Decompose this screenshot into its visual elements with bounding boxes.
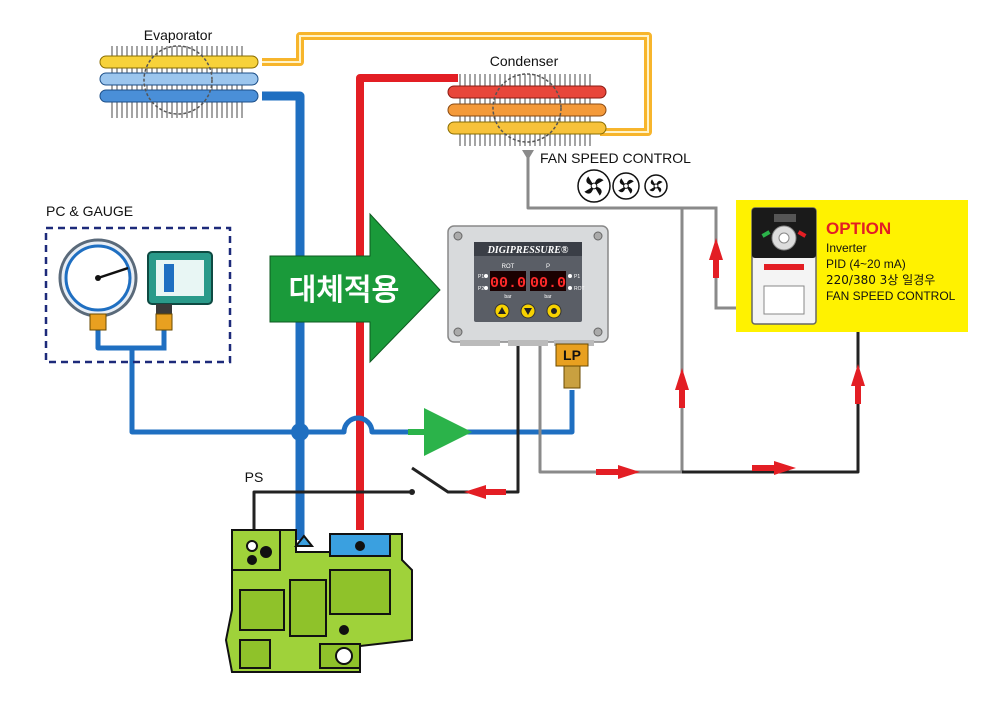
discharge-line <box>356 74 458 530</box>
pressure-switch-icon <box>147 251 213 331</box>
option-title: OPTION <box>826 219 891 238</box>
flow-arrow <box>851 364 865 404</box>
fan-icon <box>644 174 668 198</box>
fan-speed-control-label: FAN SPEED CONTROL <box>540 150 691 166</box>
led-p2-label: P2 <box>478 286 484 292</box>
control-line <box>682 306 860 474</box>
flow-arrow <box>596 465 640 479</box>
flow-arrow <box>752 461 796 475</box>
ps-label: PS <box>245 469 264 485</box>
digipressure-controller: DIGIPRESSURE® ROT P 00.0 00.0 P1 P2 P1 R… <box>447 225 609 346</box>
flow-arrow <box>675 368 689 408</box>
evaporator <box>99 45 259 118</box>
signal-line <box>526 150 684 474</box>
switch-contact <box>409 489 415 495</box>
fan-icons <box>577 169 668 203</box>
pc-gauge-label: PC & GAUGE <box>46 203 133 219</box>
suction-line <box>262 91 305 540</box>
fan-icon <box>612 172 640 200</box>
option-line-4: FAN SPEED CONTROL <box>826 289 956 303</box>
gauge-line <box>95 330 575 435</box>
led-rot-label: ROT <box>574 286 585 292</box>
controller-col-p: P <box>546 264 550 270</box>
option-line-1: Inverter <box>826 241 867 255</box>
flow-arrow <box>709 238 723 278</box>
replace-arrow-label: 대체적용 <box>289 273 399 308</box>
evaporator-label: Evaporator <box>144 27 213 43</box>
unit-right: bar <box>544 294 552 300</box>
condenser <box>447 73 607 146</box>
flow-arrow <box>464 485 506 499</box>
option-line-2: PID (4~20 mA) <box>826 257 906 271</box>
lp-label: LP <box>563 347 581 363</box>
display-left: 00.0 <box>490 275 526 292</box>
pc-gauge-box <box>44 226 232 364</box>
led-p1-right-label: P1 <box>574 274 580 280</box>
condenser-label: Condenser <box>490 53 559 69</box>
display-right: 00.0 <box>530 275 566 292</box>
unit-left: bar <box>504 294 512 300</box>
lp-sensor: LP <box>555 343 589 389</box>
fan-icon <box>577 169 611 203</box>
pipe-junction <box>291 423 309 441</box>
replace-arrow <box>269 212 441 364</box>
controller-col-rot: ROT <box>502 264 515 270</box>
led-p1-label: P1 <box>478 274 484 280</box>
inverter-icon <box>751 207 817 325</box>
controller-brand: DIGIPRESSURE® <box>487 245 569 256</box>
option-line-3: 220/380 3상 일경우 <box>826 273 935 287</box>
compressor-icon <box>224 529 413 673</box>
pressure-gauge-icon <box>58 238 138 331</box>
